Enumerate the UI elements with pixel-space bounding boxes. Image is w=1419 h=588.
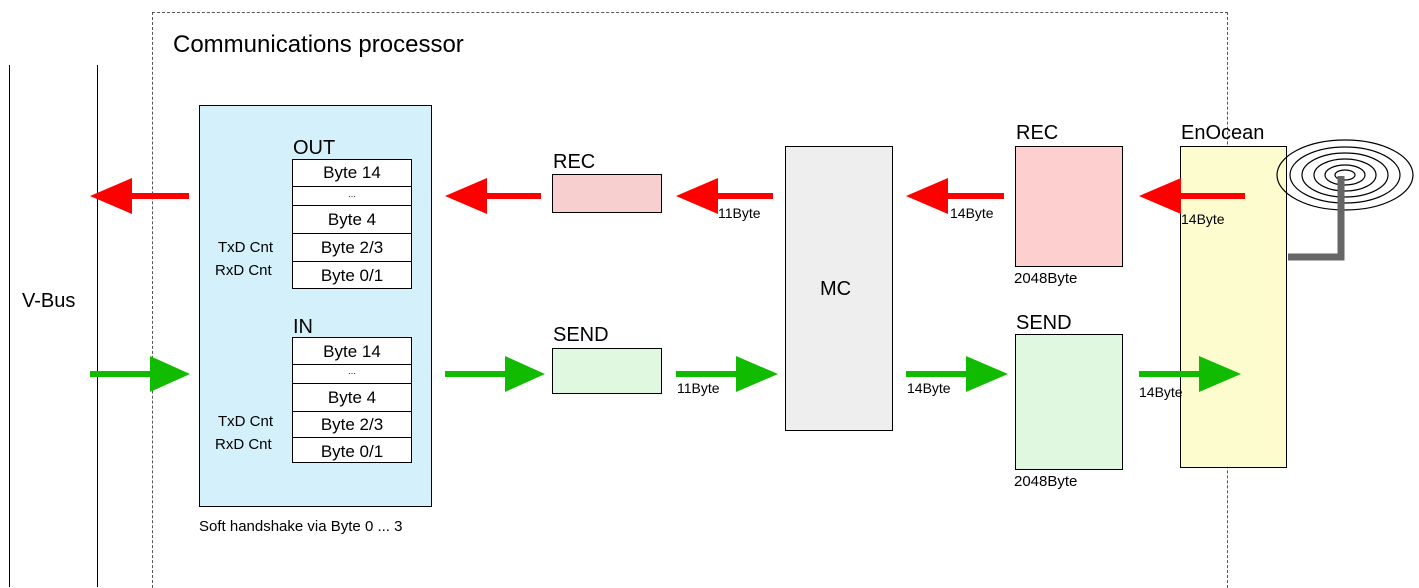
flow-label-mc-to-rec-small: 11Byte (718, 205, 761, 221)
green-arrows (90, 356, 1241, 392)
red-arrows (90, 178, 1245, 214)
red-arrow-rec-large-to-mc (906, 178, 1004, 214)
vbus-line-right (97, 65, 98, 587)
out-rxd-label: RxD Cnt (215, 262, 272, 279)
send-large-buffer (1015, 334, 1123, 470)
out-row-byte14: Byte 14 (323, 163, 381, 182)
flow-label-mc-to-send-large: 14Byte (907, 380, 951, 396)
red-arrow-enocean-to-rec-large (1139, 178, 1245, 214)
green-arrow-mc-to-send-large (906, 356, 1008, 392)
enocean-module (1180, 146, 1287, 468)
send-small-label: SEND (553, 324, 609, 346)
green-arrow-vbus-in (90, 356, 190, 392)
red-arrow-rec-small-to-out (445, 178, 541, 214)
green-arrow-in-to-send-small (445, 356, 545, 392)
in-rxd-label: RxD Cnt (215, 436, 272, 453)
antenna-icon (1276, 139, 1414, 211)
rec-small-label: REC (553, 151, 596, 173)
out-txd-label: TxD Cnt (218, 239, 274, 256)
send-large-size: 2048Byte (1014, 473, 1078, 490)
vbus-line-left (9, 65, 10, 587)
send-small-buffer (552, 348, 662, 394)
in-txd-label: TxD Cnt (218, 413, 274, 430)
rec-large-size: 2048Byte (1014, 270, 1078, 287)
out-row-ellipsis: ... (293, 186, 411, 205)
in-row-ellipsis: ... (293, 364, 411, 383)
flow-label-rec-large-to-mc: 14Byte (950, 205, 994, 221)
enocean-label: EnOcean (1181, 122, 1265, 144)
page-title: Communications processor (173, 31, 464, 58)
green-arrow-send-large-to-enocean (1139, 356, 1241, 392)
in-row-byte4: Byte 4 (293, 383, 411, 411)
green-arrow-send-small-to-mc (676, 356, 778, 392)
mc-label: MC (820, 278, 852, 300)
handshake-note: Soft handshake via Byte 0 ... 3 (199, 518, 403, 535)
antenna-mast (1288, 176, 1345, 261)
in-row-byte14: Byte 14 (323, 342, 381, 361)
flow-label-send-large-to-enocean: 14Byte (1139, 384, 1183, 400)
in-row-byte23: Byte 2/3 (293, 411, 411, 437)
out-row-byte4: Byte 4 (293, 205, 411, 233)
vbus-label: V-Bus (22, 290, 76, 312)
in-heading: IN (293, 316, 313, 338)
rec-small-buffer (552, 174, 662, 213)
flow-label-enocean-to-rec-large: 14Byte (1181, 211, 1225, 227)
send-large-label: SEND (1016, 312, 1072, 334)
red-arrow-vbus-out (90, 178, 189, 214)
out-row-byte01: Byte 0/1 (293, 261, 411, 289)
rec-large-buffer (1015, 146, 1123, 267)
red-arrow-mc-to-rec-small (676, 178, 773, 214)
out-row-byte23: Byte 2/3 (293, 233, 411, 261)
in-row-byte01: Byte 0/1 (293, 437, 411, 464)
rec-large-label: REC (1016, 122, 1059, 144)
out-heading: OUT (293, 137, 336, 159)
mc-block (785, 146, 893, 431)
out-register: Byte 14 ... Byte 4 Byte 2/3 Byte 0/1 (292, 159, 412, 289)
flow-label-send-small-to-mc: 11Byte (677, 380, 720, 396)
in-register: Byte 14 ... Byte 4 Byte 2/3 Byte 0/1 (292, 337, 412, 463)
